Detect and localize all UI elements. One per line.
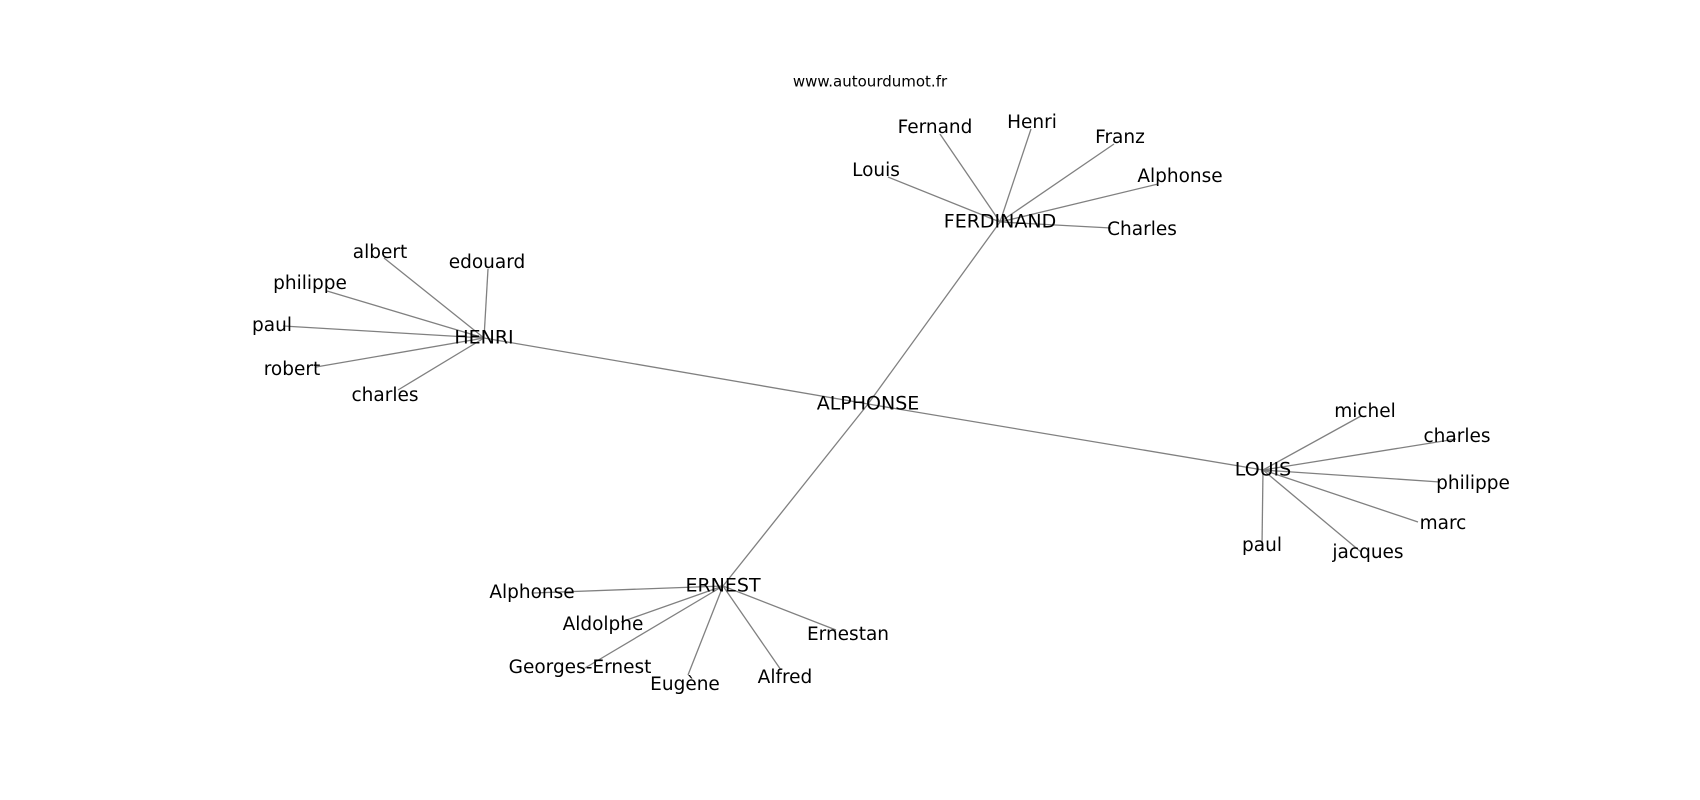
edge-louis-4 [1262, 469, 1362, 553]
leaf-label-louis-1: charles [1424, 426, 1491, 447]
leaf-label-ferdinand-3: Franz [1095, 127, 1145, 148]
labels-layer: www.autourdumot.fr Louis Fernand HenriFran… [252, 73, 1510, 696]
root-node-label: ALPHONSE [817, 393, 920, 415]
leaf-label-ernest-2: Georges-Ernest [509, 657, 652, 678]
leaf-label-ernest-4: Alfred [758, 667, 813, 688]
edge-henri-5 [397, 337, 485, 391]
edge-louis-1 [1262, 438, 1457, 471]
leaf-label-louis-3: marc [1420, 513, 1467, 534]
edges-layer [282, 128, 1457, 676]
edge-louis-3 [1262, 469, 1419, 523]
leaf-label-ernest-3: Eugène [650, 674, 720, 695]
edge-ernest-0 [532, 585, 724, 594]
leaf-label-ferdinand-4: Alphonse [1137, 166, 1222, 187]
leaf-label-henri-1: edouard [449, 252, 526, 273]
hub-label-henri: HENRI [454, 327, 513, 349]
leaf-label-louis-2: philippe [1436, 473, 1510, 494]
leaf-label-louis-4: jacques [1331, 542, 1403, 563]
edge-henri-4 [315, 337, 485, 368]
edge-henri-2 [326, 290, 485, 339]
leaf-label-henri-3: paul [252, 315, 292, 336]
leaf-label-ferdinand-5: Charles [1107, 219, 1177, 240]
leaf-label-ferdinand-1: Fernand [898, 117, 973, 138]
edge-henri-0 [383, 257, 485, 339]
edge-ernest-2 [584, 585, 724, 669]
hub-label-louis: LOUIS [1235, 459, 1291, 481]
edge-ferdinand-0 [887, 176, 1001, 223]
edge-ferdinand-3 [999, 143, 1115, 223]
edge-root-henri [483, 337, 869, 405]
leaf-label-ernest-0: Alphonse [489, 582, 574, 603]
leaf-label-ferdinand-0: Louis [852, 160, 900, 181]
edge-ernest-5 [722, 585, 837, 631]
edge-root-louis [867, 403, 1264, 471]
edge-louis-2 [1262, 469, 1441, 483]
leaf-label-henri-5: charles [352, 385, 419, 406]
edge-ferdinand-4 [999, 183, 1159, 223]
leaf-label-henri-2: philippe [273, 273, 347, 294]
edge-root-ferdinand [867, 221, 1001, 405]
edge-ferdinand-5 [999, 221, 1112, 229]
edge-henri-3 [282, 325, 485, 339]
leaf-label-henri-4: robert [264, 359, 321, 380]
hub-label-ferdinand: FERDINAND [944, 211, 1056, 233]
edge-root-ernest [722, 403, 869, 587]
edge-louis-5 [1261, 469, 1264, 547]
edge-louis-0 [1262, 415, 1362, 471]
edge-ernest-3 [687, 585, 724, 676]
edge-ernest-4 [722, 585, 782, 671]
leaf-label-henri-0: albert [353, 242, 407, 263]
edge-ferdinand-2 [999, 128, 1032, 223]
leaf-label-louis-0: michel [1334, 401, 1396, 422]
leaf-label-ferdinand-2: Henri [1007, 112, 1057, 133]
edge-ferdinand-1 [939, 133, 1001, 223]
leaf-label-ernest-1: Aldolphe [563, 614, 644, 635]
watermark-text: www.autourdumot.fr [793, 73, 948, 91]
edge-ernest-1 [620, 585, 724, 623]
leaf-label-ernest-5: Ernestan [807, 624, 889, 645]
edge-henri-1 [483, 268, 489, 339]
hub-label-ernest: ERNEST [685, 575, 760, 597]
leaf-label-louis-5: paul [1242, 535, 1282, 556]
